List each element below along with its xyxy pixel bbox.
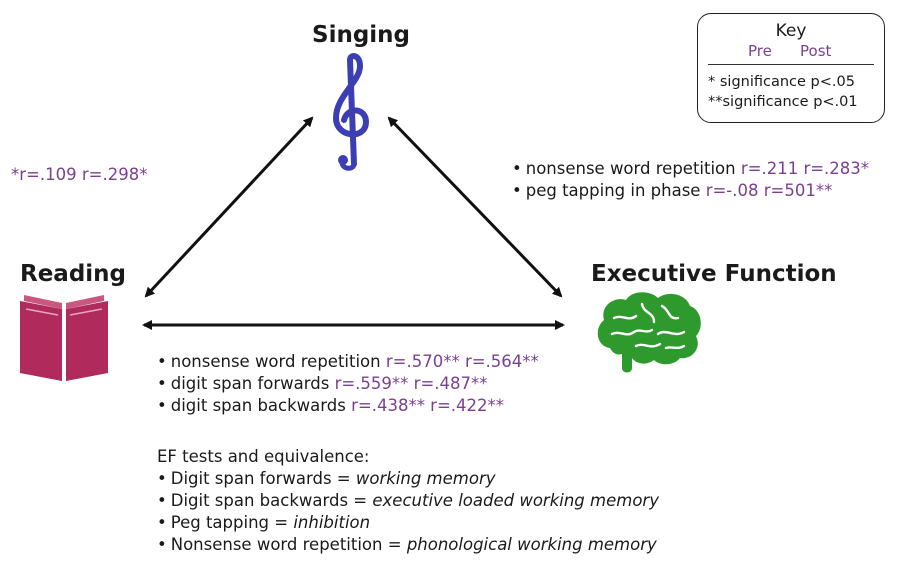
reading-executive-stats: •nonsense word repetition r=.570** r=.56…	[157, 351, 539, 417]
treble-clef-icon	[332, 53, 370, 171]
singing-executive-stats: •nonsense word repetition r=.211 r=.283*…	[512, 158, 869, 202]
list-item: •digit span backwards r=.438** r=.422**	[157, 396, 505, 415]
test-meaning: executive loaded working memory	[372, 491, 659, 510]
ef-tests-heading: EF tests and equivalence:	[157, 447, 370, 466]
correlation-values: r=-.08 r=501**	[705, 181, 833, 200]
list-item: •Digit span backwards = executive loaded…	[157, 491, 659, 510]
book-icon	[20, 295, 108, 381]
correlation-values: r=.559** r=.487**	[334, 374, 488, 393]
arrow-singing-executive	[387, 116, 563, 298]
reading-title: Reading	[20, 261, 127, 287]
correlation-values: r=.211 r=.283*	[740, 159, 870, 178]
ef-tests-section: EF tests and equivalence: •Digit span fo…	[157, 446, 659, 556]
test-name: Digit span forwards =	[170, 469, 356, 488]
key-title: Key	[775, 21, 807, 41]
brain-icon	[597, 292, 701, 373]
test-name: Digit span backwards =	[170, 491, 373, 510]
key-divider	[708, 64, 874, 65]
test-name: Nonsense word repetition =	[170, 535, 407, 554]
test-meaning: working memory	[355, 469, 496, 488]
measure-label: digit span forwards	[170, 374, 330, 393]
test-meaning: inhibition	[293, 513, 371, 532]
list-item: •nonsense word repetition r=.211 r=.283*	[512, 159, 870, 178]
singing-title: Singing	[312, 22, 411, 48]
measure-label: nonsense word repetition	[525, 159, 736, 178]
key-pre-label: Pre	[748, 42, 772, 60]
list-item: •Digit span forwards = working memory	[157, 469, 496, 488]
key-post-label: Post	[800, 42, 832, 60]
measure-label: nonsense word repetition	[170, 352, 381, 371]
key-significance-05: * significance p<.05	[708, 74, 855, 90]
measure-label: peg tapping in phase	[525, 181, 701, 200]
test-name: Peg tapping =	[170, 513, 294, 532]
correlation-values: r=.438** r=.422**	[351, 396, 505, 415]
arrow-singing-reading	[144, 116, 314, 298]
key-significance-01: **significance p<.01	[708, 94, 858, 110]
measure-label: digit span backwards	[170, 396, 346, 415]
list-item: •Peg tapping = inhibition	[157, 513, 371, 532]
executive-function-title: Executive Function	[591, 261, 837, 287]
list-item: •Nonsense word repetition = phonological…	[157, 535, 657, 554]
test-meaning: phonological working memory	[406, 535, 657, 554]
list-item: •nonsense word repetition r=.570** r=.56…	[157, 352, 539, 371]
singing-reading-stats: *r=.109 r=.298*	[11, 165, 148, 184]
correlation-values: r=.570** r=.564**	[385, 352, 539, 371]
key-legend: Key Pre Post * significance p<.05 **sign…	[697, 13, 885, 123]
list-item: •peg tapping in phase r=-.08 r=501**	[512, 181, 833, 200]
list-item: •digit span forwards r=.559** r=.487**	[157, 374, 488, 393]
